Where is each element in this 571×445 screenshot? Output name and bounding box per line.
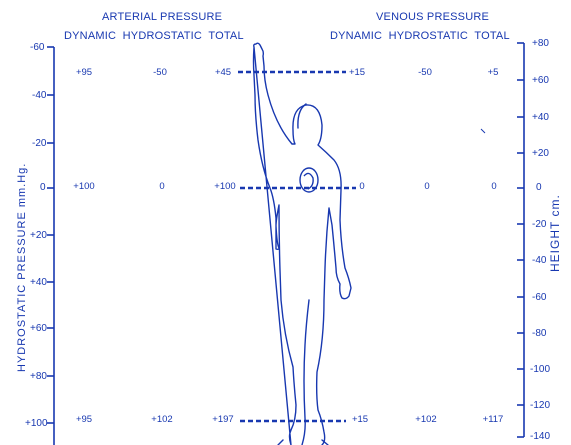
heart-icon (300, 168, 318, 192)
human-figure-outline (254, 43, 352, 445)
stray-mark (481, 129, 485, 133)
